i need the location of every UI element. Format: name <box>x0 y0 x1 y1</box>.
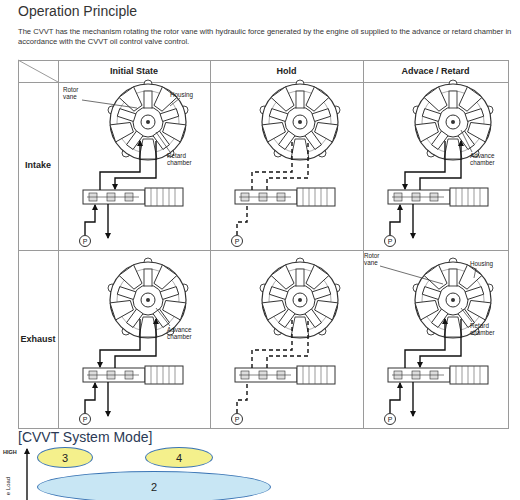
column-header: Hold <box>210 66 363 76</box>
node-text: P <box>235 238 240 245</box>
section-heading: [CVVT System Mode] <box>18 429 218 445</box>
part-label: Rotor vane <box>63 86 93 100</box>
phaser-drawings <box>108 80 493 338</box>
node-text: 4 <box>176 452 182 464</box>
leader-lines <box>82 98 476 326</box>
part-label: Housing <box>470 260 506 267</box>
node-text: P <box>83 416 88 423</box>
column-header: Initial State <box>58 66 210 76</box>
pressure-port: P <box>384 413 396 425</box>
node-text: P <box>83 238 88 245</box>
node-text: P <box>388 238 393 245</box>
page-title: Operation Principle <box>18 3 137 19</box>
pressure-port: P <box>231 235 243 247</box>
node-text: P <box>388 416 393 423</box>
axis-tick: HIGH <box>3 449 27 455</box>
pressure-port: P <box>79 235 91 247</box>
mode-ellipse: 2 <box>37 471 271 500</box>
part-label: Advance chamber <box>470 152 506 166</box>
intro-text: The CVVT has the mechanism rotating the … <box>18 27 518 47</box>
mode-ellipse: 4 <box>145 447 213 468</box>
node-text: 2 <box>151 481 157 493</box>
axis-title: e Load <box>5 470 11 500</box>
mode-ellipse: 3 <box>37 447 93 468</box>
pressure-port: P <box>231 413 243 425</box>
table-grid <box>18 60 509 429</box>
row-header: Exhaust <box>18 334 58 344</box>
node-text: 3 <box>62 452 68 464</box>
part-label: Retard chamber <box>167 152 201 166</box>
part-label: Retard chamber <box>470 322 504 336</box>
row-header: Intake <box>18 160 58 170</box>
part-label: Housing <box>170 91 206 98</box>
part-label: Advance chamber <box>167 326 203 340</box>
oil-lines <box>85 141 461 416</box>
column-header: Advace / Retard <box>363 66 508 76</box>
pressure-port: P <box>79 413 91 425</box>
oil-control-valves <box>83 188 488 384</box>
node-text: P <box>235 416 240 423</box>
load-axis <box>27 449 28 500</box>
pressure-port: P <box>384 235 396 247</box>
part-label: Rotor vane <box>364 252 394 266</box>
